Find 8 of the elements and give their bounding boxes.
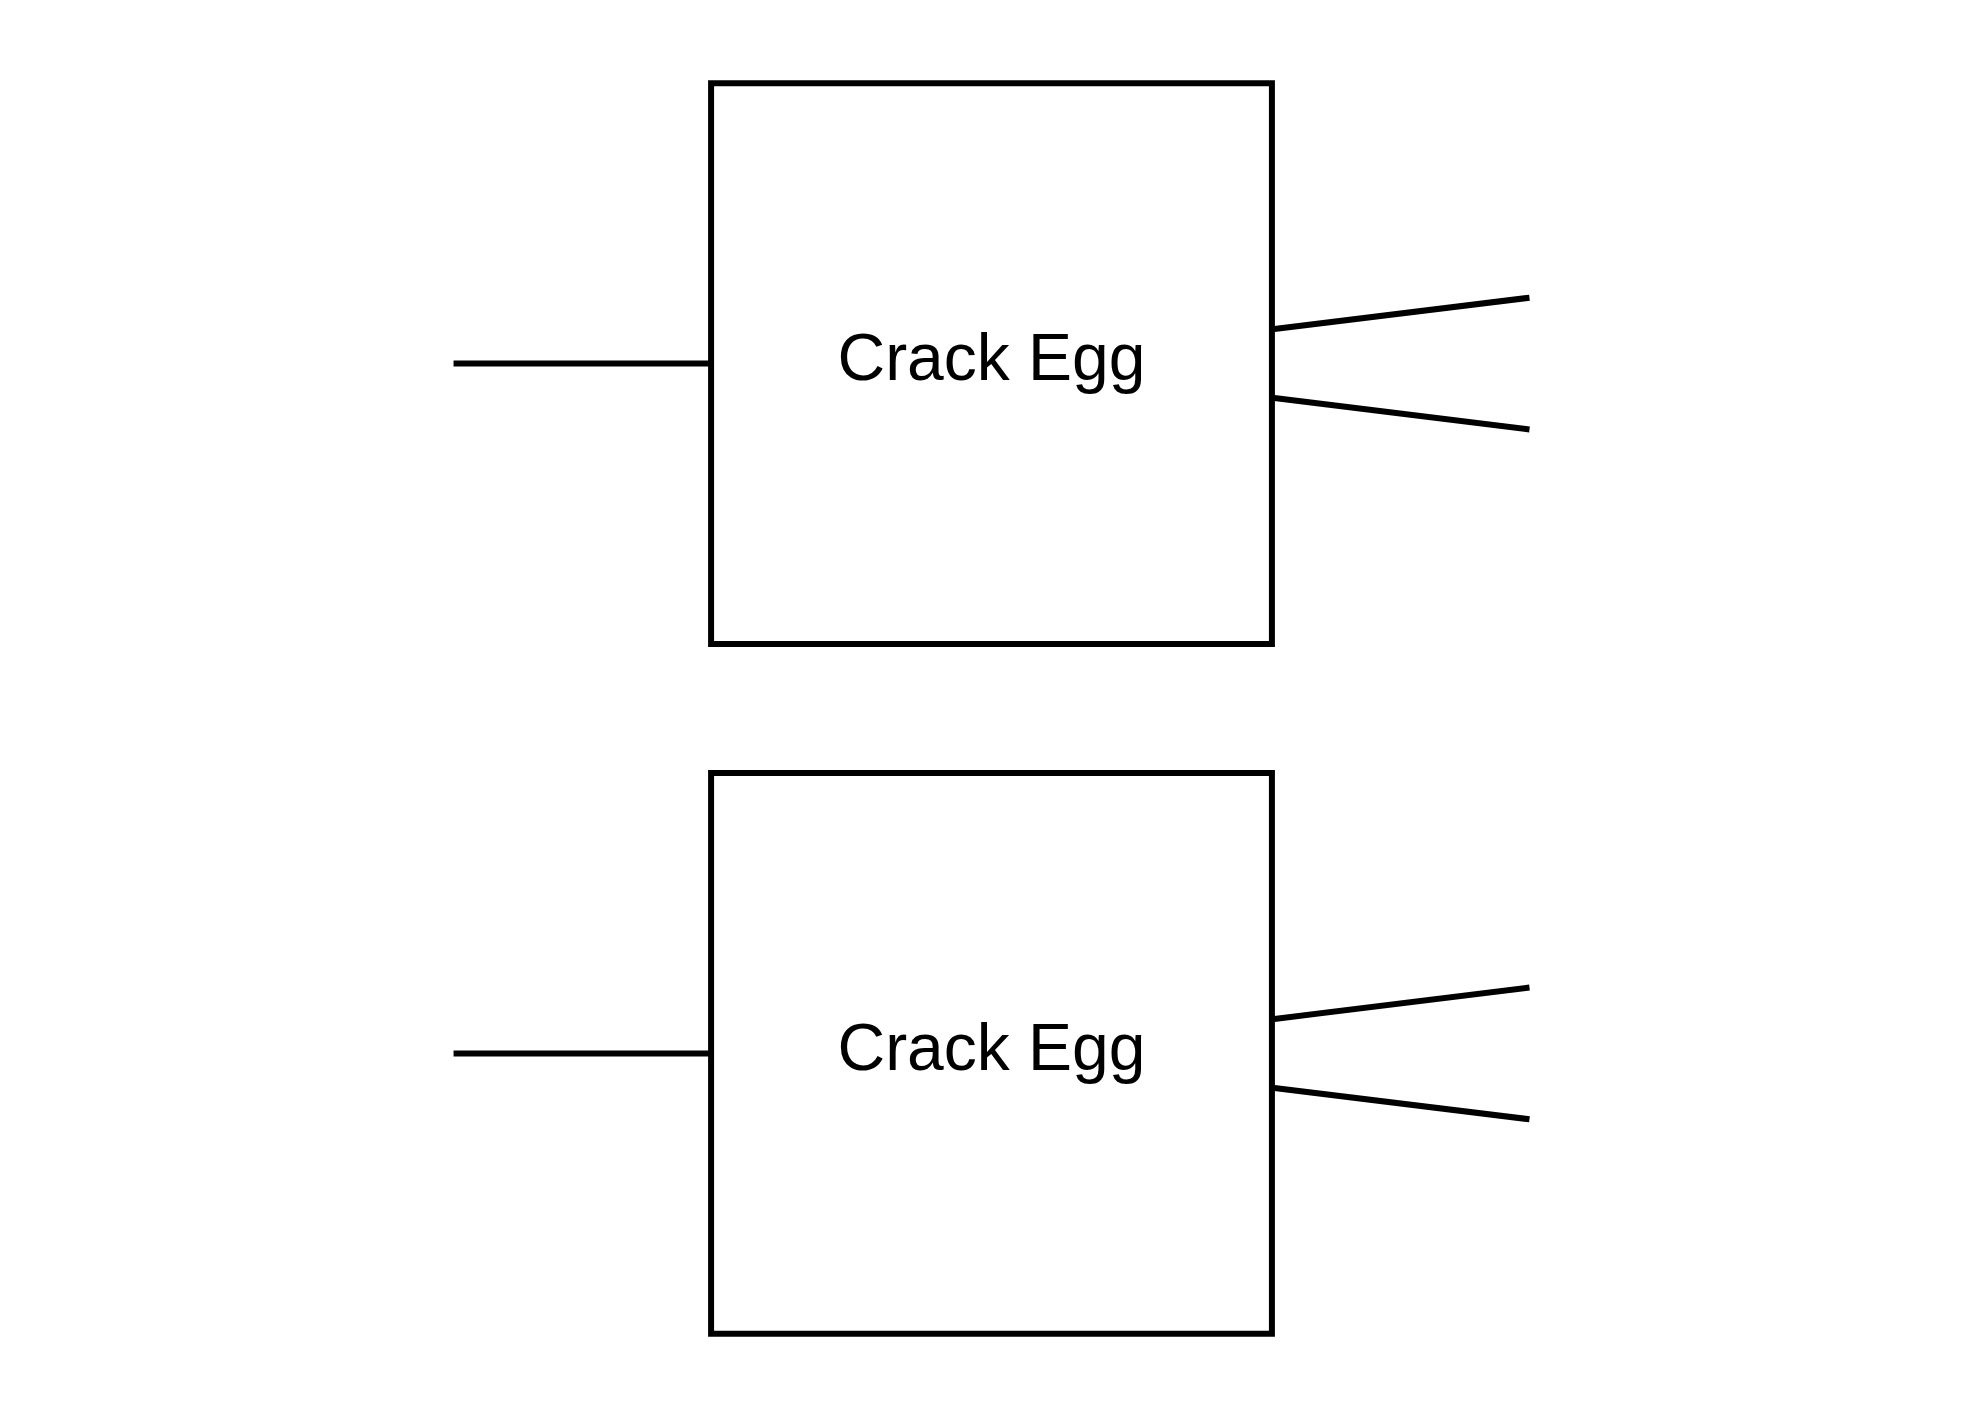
connector bbox=[1272, 1084, 1530, 1122]
node-box: Crack Egg bbox=[708, 769, 1275, 1337]
connector bbox=[453, 1049, 711, 1056]
connector bbox=[1272, 394, 1530, 432]
connector bbox=[453, 360, 711, 367]
connector bbox=[1272, 984, 1530, 1022]
connector bbox=[1272, 294, 1530, 332]
node-box: Crack Egg bbox=[708, 79, 1275, 647]
